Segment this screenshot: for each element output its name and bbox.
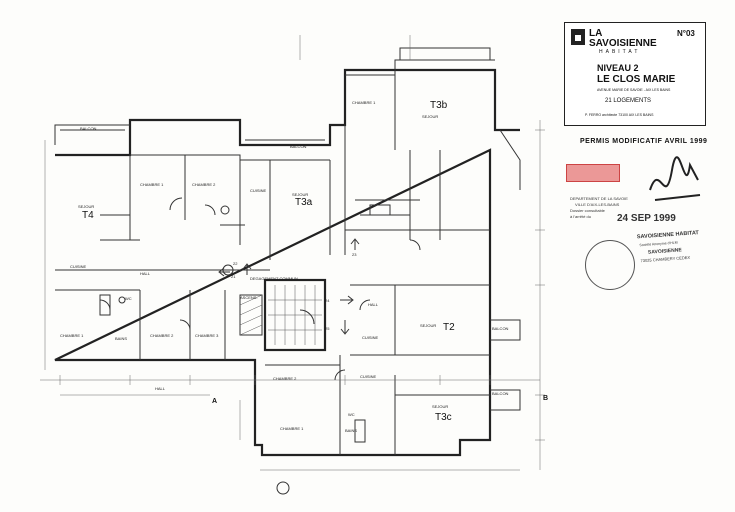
room-cuisine-t3a: CUISINE — [250, 188, 267, 193]
room-hall-t3c: HALL — [155, 386, 166, 391]
round-seal-icon — [585, 240, 635, 290]
room-wc-t4: WC — [125, 296, 132, 301]
unit-t3b: T3b — [430, 100, 448, 111]
dimension-ticks — [59, 129, 545, 441]
org-line1: LA — [589, 28, 603, 39]
arrow-down-25 — [340, 320, 350, 335]
permit-date: 24 SEP 1999 — [617, 213, 676, 224]
door-swings — [99, 197, 421, 381]
balcony-rails — [60, 47, 521, 411]
seal-line3: SAVOISIENNE — [647, 247, 682, 256]
label-degagement: DEGAGEMENT COMMUN — [250, 276, 298, 281]
outer-wall-west — [55, 68, 520, 157]
stair-number-24: 24 — [325, 298, 330, 303]
plan-number: N°03 — [677, 29, 695, 38]
architect-line: P. FERRO architecte 73100 AIX LES BAINS — [585, 113, 654, 117]
room-hall-t4: HALL — [140, 271, 151, 276]
room-chambre1-t4: CHAMBRE 1 — [60, 333, 84, 338]
seal-line2: Société Anonyme d'HLM — [639, 240, 678, 248]
org-line3: HABITAT — [599, 49, 641, 55]
arrow-up-23 — [350, 238, 360, 250]
room-chambre3-t4: CHAMBRE 3 — [195, 333, 219, 338]
plan-level: NIVEAU 2 — [597, 63, 639, 73]
arrow-up — [242, 263, 252, 275]
washbasin-t3a — [220, 205, 230, 215]
units-count: 21 LOGEMENTS — [605, 98, 652, 104]
stair-number-22: 22 — [233, 261, 238, 266]
room-chambre2-t3a-top: CHAMBRE 2 — [192, 182, 216, 187]
room-sejour-t2: SEJOUR — [420, 323, 436, 328]
unit-t4: T4 — [82, 210, 94, 221]
stair-treads — [268, 285, 322, 345]
title-block: LA SAVOISIENNE HABITAT N°03 NIVEAU 2 LE … — [564, 22, 706, 126]
label-ascenseur: ASCENS. — [240, 295, 258, 300]
stair-number-23: 23 — [352, 252, 357, 257]
bathtub-t3c — [354, 419, 366, 443]
room-bains-t4: BAINS — [115, 336, 127, 341]
outer-wall-east — [54, 148, 492, 457]
unit-t2: T2 — [443, 322, 455, 333]
room-balcon-t2: BALCON — [492, 326, 509, 331]
elevator-shaft — [239, 294, 263, 336]
room-chambre2-t3c: CHAMBRE 2 — [273, 376, 297, 381]
room-hall-t2: HALL — [368, 302, 379, 307]
red-approval-stamp — [566, 164, 620, 182]
room-wc-t3c: WC — [348, 412, 355, 417]
dept-line4: à l'arrêté du — [570, 214, 591, 219]
room-sejour-t4: SEJOUR — [78, 204, 94, 209]
axis-mark-a: A — [212, 398, 217, 405]
room-balcon-t3c: BALCON — [492, 391, 509, 396]
project-address: AVENUE MARIE DE SAVOIE - AIX LES BAINS — [597, 88, 671, 92]
section-marker-21 — [222, 264, 234, 276]
room-sejour-t3b: SEJOUR — [422, 114, 438, 119]
room-balcon-t4: BALCON — [80, 126, 97, 131]
room-cuisine-t4: CUISINE — [70, 264, 87, 269]
room-chambre1-t3b: CHAMBRE 1 — [352, 100, 376, 105]
room-chambre1-t4-top: CHAMBRE 1 — [140, 182, 164, 187]
stair-number-21: 21 — [231, 274, 236, 279]
room-chambre2-t4: CHAMBRE 2 — [150, 333, 174, 338]
savoisienne-logo-icon — [571, 29, 585, 45]
elevator-hatch — [239, 294, 263, 336]
stair-core — [263, 278, 327, 352]
bathtub-t4 — [99, 294, 111, 316]
stair-number-25: 25 — [325, 326, 330, 331]
project-name: LE CLOS MARIE — [597, 74, 676, 85]
arrow-left — [218, 267, 230, 277]
partition-walls — [55, 75, 490, 455]
room-cuisine-t3c: CUISINE — [360, 374, 377, 379]
dept-line2: VILLE D'AIX-LES-BAINS — [575, 202, 620, 207]
seal-line4: 73025 CHAMBERY CEDEX — [640, 254, 691, 264]
dept-line3: Dossier consultable — [570, 208, 605, 213]
bathtub-t3b — [369, 204, 391, 216]
unit-t3a: T3a — [295, 197, 313, 208]
arrow-right-24 — [340, 295, 354, 305]
section-marker-bottom — [276, 481, 290, 495]
washbasin-t4 — [118, 296, 126, 304]
room-sejour-t3c: SEJOUR — [432, 404, 448, 409]
unit-t3c: T3c — [435, 412, 452, 423]
signature-mark — [649, 156, 701, 201]
room-cuisine-t2: CUISINE — [362, 335, 379, 340]
room-balcon-t3a: BALCON — [290, 144, 307, 149]
dept-line1: DEPARTEMENT DE LA SAVOIE — [570, 196, 628, 201]
org-line2: SAVOISIENNE — [589, 38, 657, 49]
room-bains-t3c: BAINS — [345, 428, 357, 433]
dimension-lines — [40, 35, 541, 471]
permit-heading: PERMIS MODIFICATIF AVRIL 1999 — [580, 138, 708, 145]
company-seal: SAVOISIENNE HABITAT Société Anonyme d'HL… — [637, 230, 708, 275]
axis-mark-b: B — [543, 395, 548, 402]
room-sejour-t3a: SEJOUR — [292, 192, 308, 197]
room-chambre1-t3c: CHAMBRE 1 — [280, 426, 304, 431]
